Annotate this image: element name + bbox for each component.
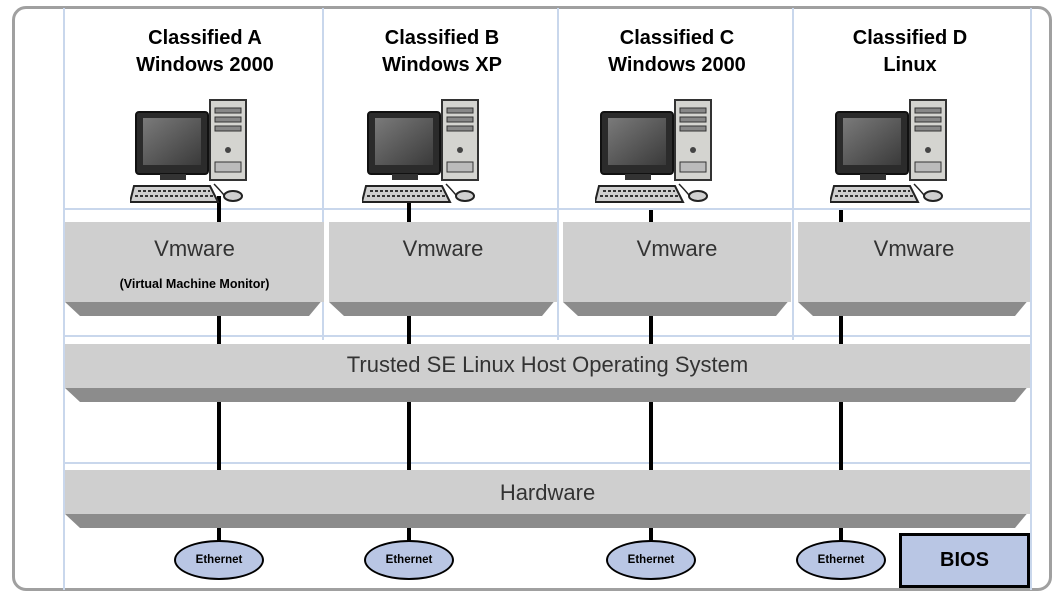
machine-c-title: Classified C Windows 2000: [567, 25, 787, 79]
machine-b-name: Classified B: [384, 27, 500, 49]
vmm-label-b: Vmware: [402, 236, 484, 261]
grid-line-right: [1030, 8, 1032, 590]
machine-d-name: Classified D: [852, 27, 968, 49]
connector-line-b-mid: [407, 402, 411, 470]
vmm-label-c: Vmware: [636, 236, 718, 261]
connector-line-a-mid: [217, 402, 221, 470]
vmm-sublabel-a: (Virtual Machine Monitor): [119, 277, 270, 291]
ethernet-node-c: Ethernet: [606, 540, 696, 580]
machine-a-name: Classified A: [148, 27, 262, 49]
ethernet-node-b: Ethernet: [364, 540, 454, 580]
vmm-label-d: Vmware: [873, 236, 955, 261]
connector-line-c-low: [649, 528, 653, 540]
connector-line-a-low: [217, 528, 221, 540]
connector-line-d-front: [839, 316, 843, 342]
ethernet-node-d: Ethernet: [796, 540, 886, 580]
desktop-computer-icon: [362, 99, 479, 203]
grid-line-row-3: [63, 462, 1032, 464]
connector-line-c-mid: [649, 402, 653, 470]
machine-c-name: Classified C: [619, 27, 735, 49]
grid-line-row-1: [63, 208, 1032, 210]
connector-line-c-front: [649, 316, 653, 342]
machine-a-os: Windows 2000: [136, 54, 274, 76]
machine-c-os: Windows 2000: [608, 54, 746, 76]
vmm-slab-b: [329, 222, 557, 316]
bios-box: BIOS: [899, 533, 1030, 588]
connector-line-a-front: [217, 316, 221, 342]
desktop-computer-icon: [130, 99, 247, 203]
grid-line-col-2: [557, 8, 559, 340]
machine-b-os: Windows XP: [382, 54, 502, 76]
vmm-slab-d: [798, 222, 1030, 316]
grid-line-col-1: [322, 8, 324, 340]
machine-d-title: Classified D Linux: [800, 25, 1020, 79]
vmm-label-a: Vmware: [154, 236, 235, 261]
hardware-label: Hardware: [499, 480, 596, 505]
machine-d-os: Linux: [883, 54, 937, 76]
ethernet-node-a: Ethernet: [174, 540, 264, 580]
host-os-slab: [65, 344, 1030, 402]
hardware-slab: [65, 470, 1030, 528]
grid-line-col-3: [792, 8, 794, 340]
host-os-label: Trusted SE Linux Host Operating System: [346, 352, 749, 377]
machine-b-title: Classified B Windows XP: [332, 25, 552, 79]
vmm-slab-a: [65, 222, 324, 316]
vmm-slab-c: [563, 222, 791, 316]
desktop-computer-icon: [830, 99, 947, 203]
connector-line-d-mid: [839, 402, 843, 470]
grid-line-row-2: [63, 335, 1032, 337]
machine-a-title: Classified A Windows 2000: [95, 25, 315, 79]
connector-line-b-front: [407, 316, 411, 342]
grid-line-left: [63, 8, 65, 590]
connector-line-d-low: [839, 528, 843, 540]
desktop-computer-icon: [595, 99, 712, 203]
connector-line-b-low: [407, 528, 411, 540]
